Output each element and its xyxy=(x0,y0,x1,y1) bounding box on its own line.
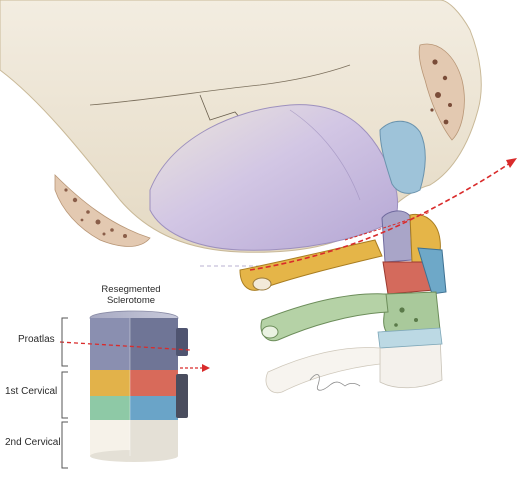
c3-disc xyxy=(377,327,443,349)
diploe-pores-left xyxy=(64,188,127,238)
cranial-suture xyxy=(89,64,351,106)
cylinder-arrow-head xyxy=(202,364,210,372)
segment-proatlas-right xyxy=(130,318,178,370)
axis-posterior-arch xyxy=(260,293,389,342)
dens-tip xyxy=(381,210,413,263)
dens-blue xyxy=(417,247,447,295)
c3-vertebra xyxy=(379,335,443,389)
segment-brackets xyxy=(61,317,68,469)
label-second-cervical: 2nd Cervical xyxy=(5,437,61,448)
diploe-left xyxy=(54,174,151,247)
occipital-condyle xyxy=(379,120,426,194)
clivus-ridge xyxy=(289,109,361,201)
title-line-2: Sclerotome xyxy=(106,295,156,306)
cylinder-arrow-1 xyxy=(59,341,191,351)
cylinder-bottom xyxy=(90,450,178,462)
label-proatlas: Proatlas xyxy=(18,334,55,345)
atlas-arch-end xyxy=(252,277,272,291)
bracket-first xyxy=(61,371,68,419)
bracket-second xyxy=(61,421,68,469)
segment-c1-red xyxy=(130,370,178,396)
diploe-right xyxy=(418,43,465,141)
clivus xyxy=(149,104,399,251)
segment-c1-blue xyxy=(130,396,178,420)
reference-arrow xyxy=(249,162,511,271)
segment-c2-right xyxy=(130,420,178,456)
cylinder-side-tab xyxy=(176,328,188,356)
c3-arch xyxy=(265,347,381,394)
atlas-posterior-arch xyxy=(239,239,383,291)
segment-c2-left xyxy=(90,420,130,456)
segment-c1-green xyxy=(90,396,130,420)
signature-mark xyxy=(309,374,361,391)
sclerotome-cylinder xyxy=(89,310,188,462)
segment-c1-yellow xyxy=(90,370,130,396)
axis-arch-end xyxy=(261,325,279,339)
diploe-pores-right xyxy=(430,59,452,125)
reference-arrow-head xyxy=(506,158,517,168)
cross-line xyxy=(344,211,431,241)
diagram-title: Resegmented Sclerotome xyxy=(96,284,166,306)
cylinder-side-tab-2 xyxy=(176,374,188,418)
label-first-cervical: 1st Cervical xyxy=(5,386,58,397)
bracket-proatlas xyxy=(61,317,68,367)
axis-pores xyxy=(394,307,418,327)
title-line-1: Resegmented xyxy=(101,284,161,295)
